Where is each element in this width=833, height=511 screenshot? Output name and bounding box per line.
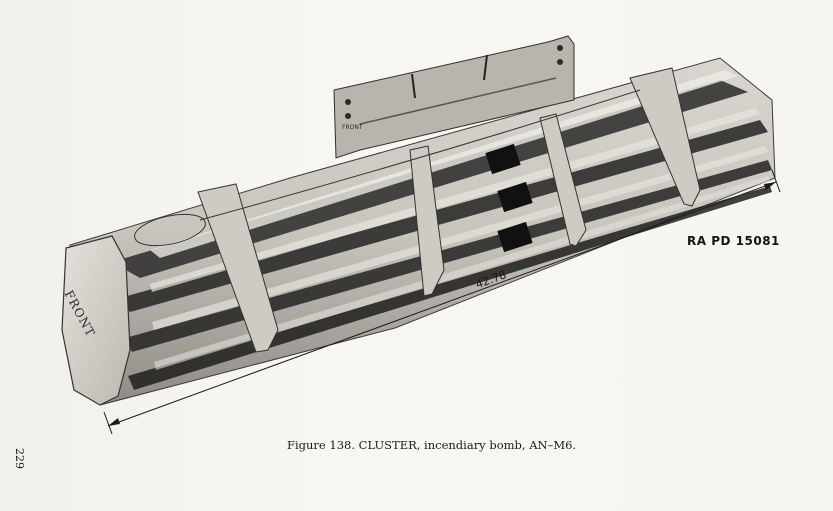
retaining-straps bbox=[134, 67, 701, 353]
dimension-line bbox=[103, 169, 781, 435]
figure-caption: Figure 138. CLUSTER, incendiary bomb, AN… bbox=[287, 438, 577, 452]
reference-code: RA PD 15081 bbox=[687, 234, 780, 248]
suspension-bracket bbox=[333, 35, 575, 159]
front-end-plate bbox=[61, 235, 131, 406]
bracket-stencil-text: FRONT bbox=[342, 124, 363, 131]
page-number: 229 bbox=[13, 448, 26, 469]
